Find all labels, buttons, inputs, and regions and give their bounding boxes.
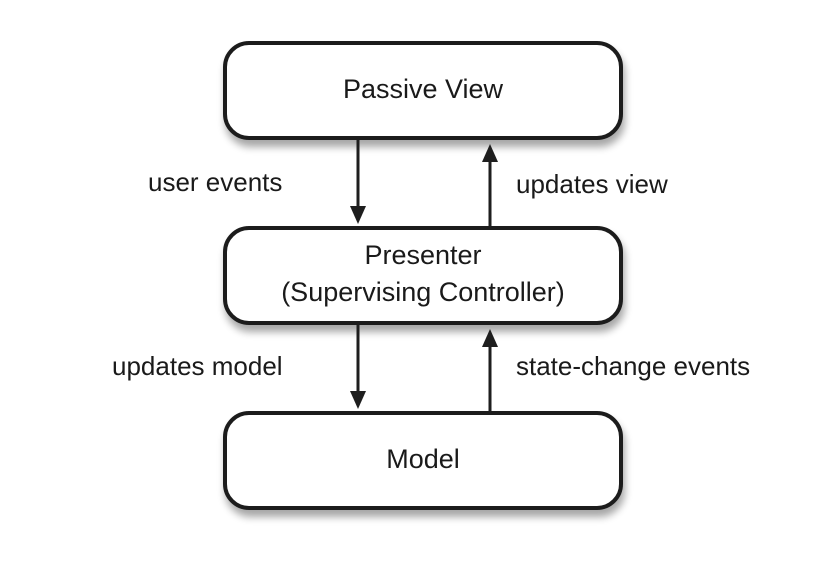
updates-model-arrowhead [350,391,366,409]
updates-view-label: updates view [516,169,668,199]
presenter-box [223,226,623,325]
updates-view-arrowhead [482,144,498,162]
user-events-label: user events [148,167,282,197]
state-change-events-edge [482,329,498,411]
presenter-label-line2: (Supervising Controller) [281,277,565,307]
user-events-arrowhead [350,206,366,224]
model-box [223,411,623,510]
presenter-node: Presenter (Supervising Controller) [223,226,623,325]
passive-view-label: Passive View [343,74,504,104]
model-label: Model [386,444,460,474]
user-events-edge [350,140,366,224]
model-node: Model [223,411,623,510]
updates-model-label: updates model [112,351,283,381]
presenter-label-line1: Presenter [364,240,481,270]
updates-model-edge [350,325,366,409]
state-change-events-arrowhead [482,329,498,347]
passive-view-node: Passive View [223,41,623,140]
passive-view-box [223,41,623,140]
state-change-events-label: state-change events [516,351,750,381]
updates-view-edge [482,144,498,226]
